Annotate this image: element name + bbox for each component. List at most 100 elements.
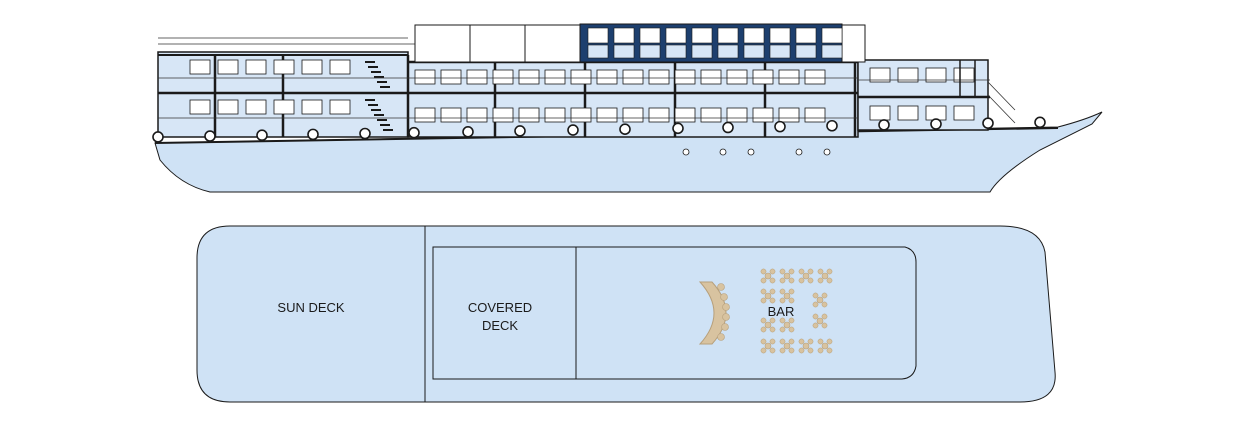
chair xyxy=(817,338,824,345)
bollard xyxy=(774,120,786,133)
chair xyxy=(807,277,814,284)
window xyxy=(440,107,462,123)
bollard xyxy=(619,123,631,135)
window xyxy=(570,69,592,85)
window xyxy=(769,44,791,59)
window xyxy=(639,44,661,59)
bar-stool xyxy=(722,313,730,321)
chair xyxy=(769,326,776,333)
window xyxy=(245,59,267,75)
bar-stool xyxy=(722,303,730,311)
window xyxy=(752,107,774,123)
chair xyxy=(821,301,828,308)
chair xyxy=(769,347,776,354)
chair xyxy=(788,277,795,284)
window xyxy=(622,69,644,85)
bollard xyxy=(826,119,838,132)
table xyxy=(764,272,772,280)
chair xyxy=(788,268,795,275)
window xyxy=(587,27,609,44)
window xyxy=(769,27,791,44)
window xyxy=(301,59,323,75)
window xyxy=(492,107,514,123)
window xyxy=(953,105,975,121)
window xyxy=(587,44,609,59)
bollard xyxy=(256,129,268,142)
window xyxy=(544,107,566,123)
window xyxy=(440,69,462,85)
window xyxy=(821,27,843,44)
window xyxy=(726,69,748,85)
chair xyxy=(826,347,833,354)
bollard xyxy=(408,126,420,139)
window xyxy=(613,44,635,59)
window xyxy=(726,107,748,123)
chair xyxy=(760,277,767,284)
sundeck-frame xyxy=(839,24,866,63)
chair xyxy=(798,277,805,284)
table xyxy=(783,292,791,300)
window xyxy=(665,44,687,59)
bollard xyxy=(567,124,579,136)
portholes xyxy=(682,148,831,156)
table xyxy=(783,272,791,280)
window xyxy=(518,107,540,123)
chair xyxy=(760,326,767,333)
window xyxy=(492,69,514,85)
sun-deck-label: SUN DECK xyxy=(277,300,345,315)
window xyxy=(217,59,239,75)
chair xyxy=(769,297,776,304)
window xyxy=(778,107,800,123)
bollard xyxy=(307,128,319,141)
chair xyxy=(779,326,786,333)
porthole xyxy=(823,148,831,156)
porthole xyxy=(682,148,690,156)
chair xyxy=(760,297,767,304)
window xyxy=(665,27,687,44)
highlighted-deck-windows xyxy=(587,27,843,59)
window xyxy=(217,99,239,115)
chair xyxy=(817,277,824,284)
window xyxy=(869,67,891,83)
chair xyxy=(779,347,786,354)
porthole xyxy=(747,148,755,156)
window xyxy=(674,69,696,85)
window xyxy=(795,27,817,44)
bollard xyxy=(930,118,942,130)
bar-stool xyxy=(720,293,728,301)
window xyxy=(925,105,947,121)
chair xyxy=(826,277,833,284)
chair xyxy=(812,301,819,308)
window xyxy=(804,107,826,123)
chair xyxy=(812,292,819,299)
window xyxy=(273,59,295,75)
porthole xyxy=(719,148,727,156)
chair xyxy=(779,268,786,275)
window xyxy=(925,67,947,83)
chair xyxy=(760,288,767,295)
window xyxy=(329,59,351,75)
chair xyxy=(788,288,795,295)
table xyxy=(764,321,772,329)
chair xyxy=(769,268,776,275)
window xyxy=(804,69,826,85)
window xyxy=(466,69,488,85)
table xyxy=(802,342,810,350)
window xyxy=(648,107,670,123)
chair xyxy=(779,317,786,324)
window xyxy=(691,44,713,59)
bar-stool xyxy=(721,323,729,331)
window xyxy=(596,69,618,85)
bollard xyxy=(672,122,684,135)
chair xyxy=(826,268,833,275)
table xyxy=(821,342,829,350)
window xyxy=(752,69,774,85)
window xyxy=(795,44,817,59)
window xyxy=(953,67,975,83)
chair xyxy=(807,347,814,354)
chair xyxy=(760,338,767,345)
staircase xyxy=(365,61,393,131)
covered-deck-label: DECK xyxy=(482,318,518,333)
window xyxy=(869,105,891,121)
bar-stool xyxy=(717,283,725,291)
